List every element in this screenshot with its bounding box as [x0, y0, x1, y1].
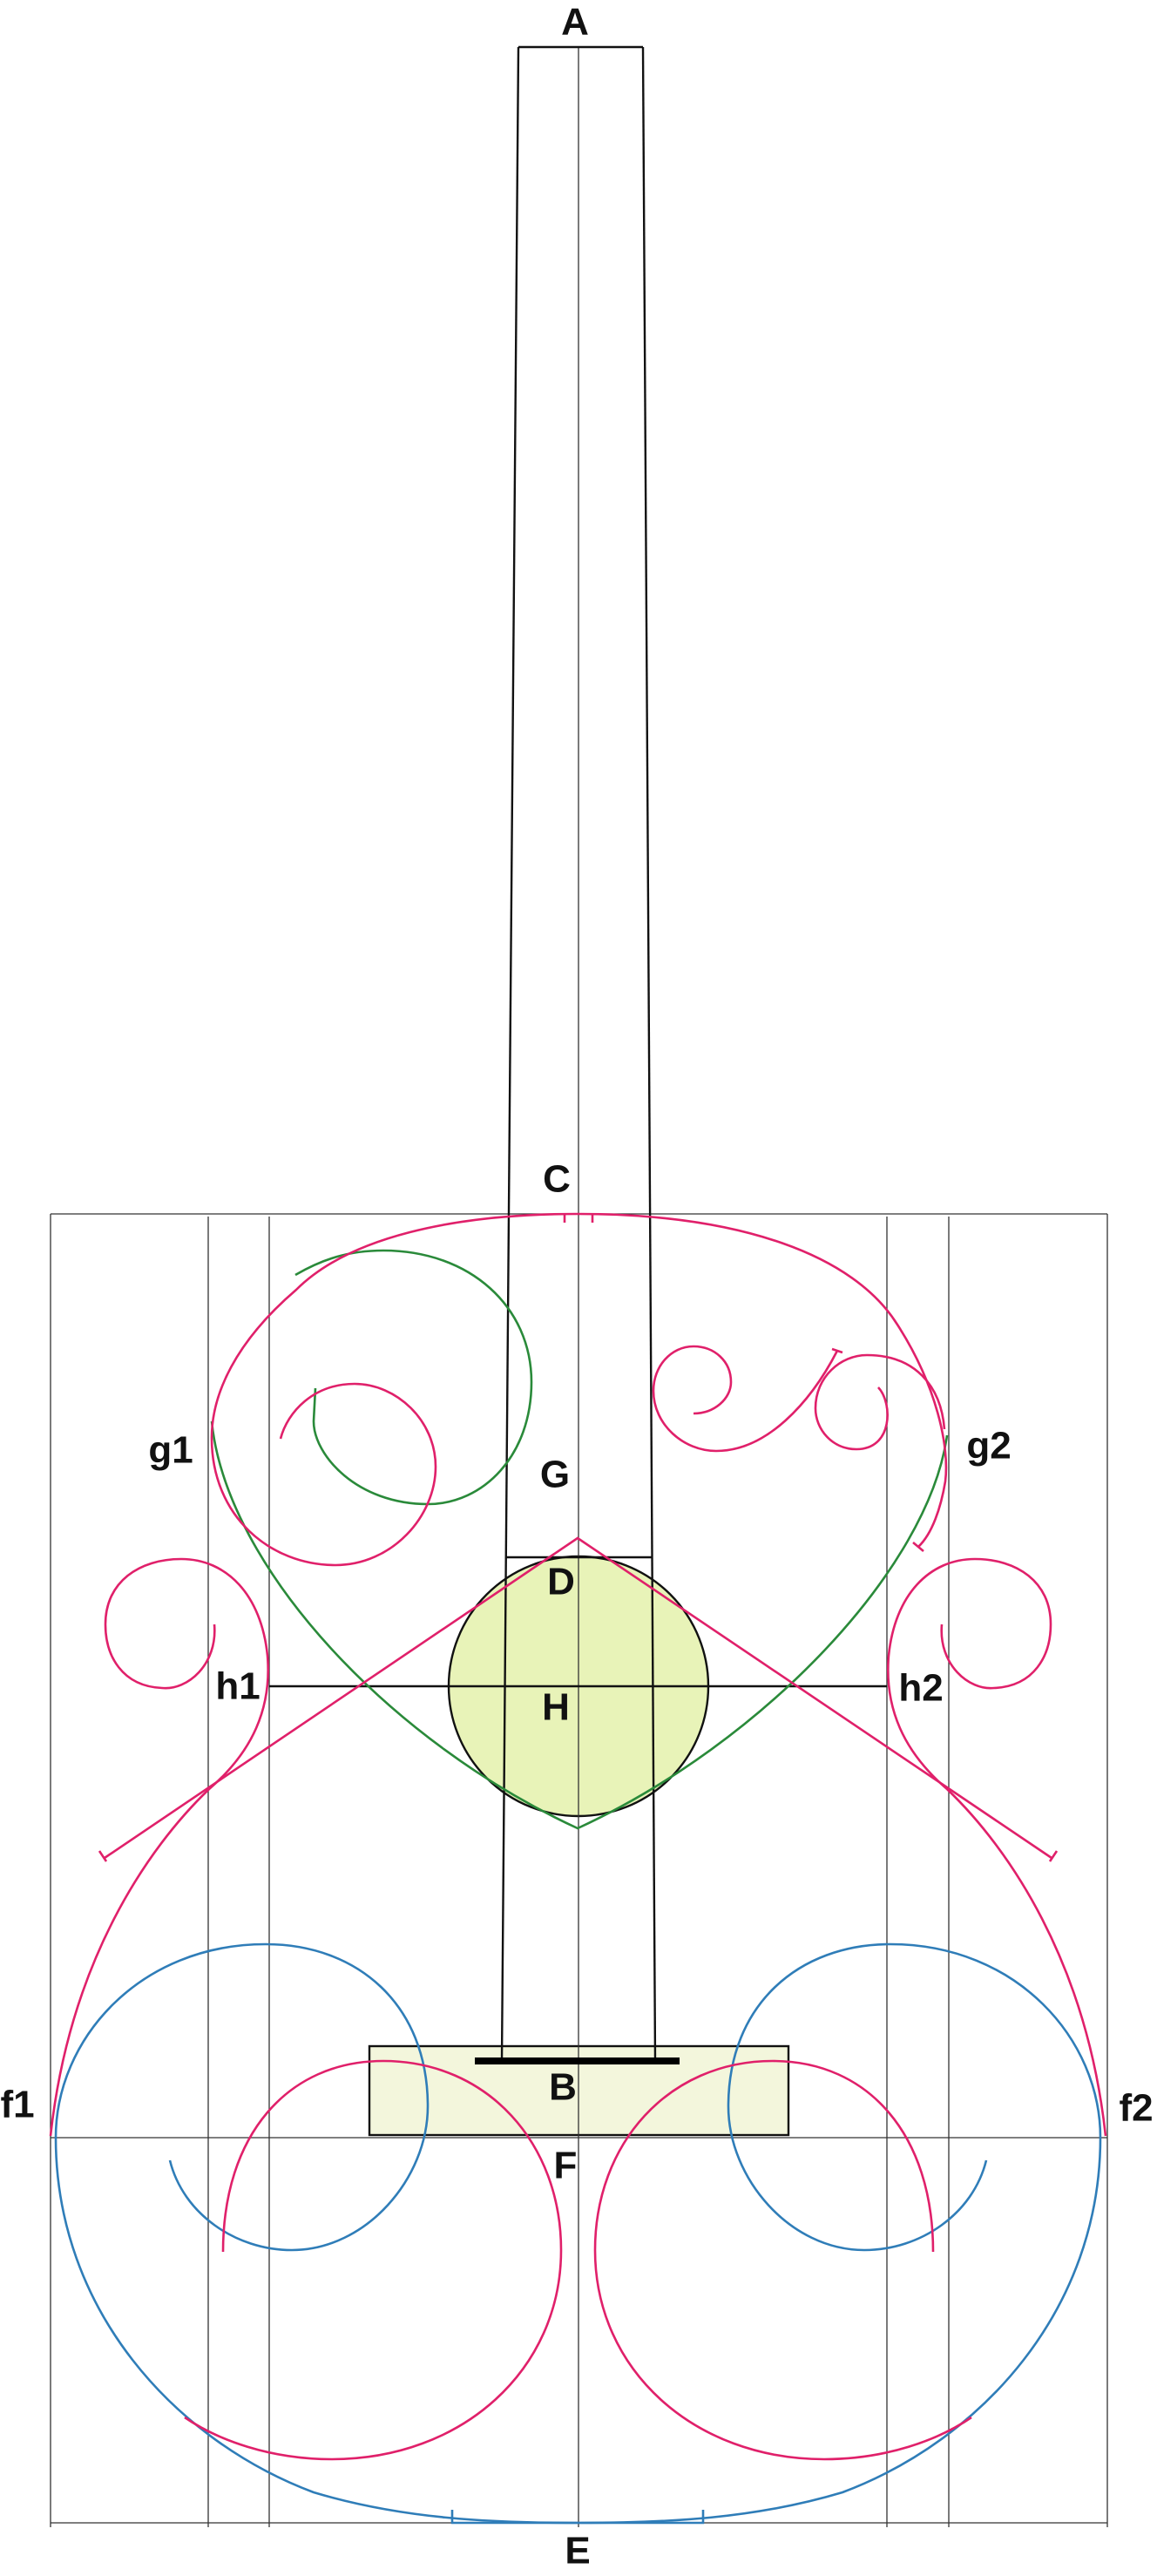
- pink-lower-right-spiral: [593, 2059, 972, 2461]
- label-F: F: [554, 2145, 578, 2187]
- label-A: A: [561, 1, 589, 44]
- label-E: E: [565, 2530, 590, 2573]
- green-heart-curve: [210, 1420, 949, 1830]
- label-g1: g1: [148, 1429, 193, 1472]
- pink-h1-spiral: [49, 1557, 269, 2137]
- label-C: C: [543, 1158, 571, 1201]
- pink-small-spiral-right: [652, 1345, 843, 1453]
- pink-upper-right-outline: [577, 1212, 948, 1552]
- pink-lower-left-spiral: [184, 2059, 563, 2461]
- label-g2: g2: [966, 1425, 1011, 1468]
- construction-grid: [50, 47, 1108, 2527]
- label-f1: f1: [0, 2084, 34, 2126]
- label-H: H: [542, 1686, 570, 1729]
- blue-outline-left: [54, 1942, 578, 2525]
- label-h1: h1: [215, 1665, 260, 1708]
- pink-h2-spiral: [887, 1557, 1107, 2137]
- top-ticks: [563, 1214, 594, 1223]
- label-D: D: [547, 1561, 575, 1603]
- neck: [269, 45, 887, 2062]
- pink-scroll-right: [814, 1353, 946, 1451]
- pink-apex-lines: [98, 1536, 1059, 1862]
- green-spiral-left: [294, 1249, 533, 1506]
- blue-bracket: [450, 2510, 705, 2525]
- blue-outline-right: [578, 1942, 1102, 2525]
- pink-upper-left-spiral: [210, 1212, 578, 1567]
- label-G: G: [540, 1454, 570, 1496]
- label-f2: f2: [1119, 2087, 1153, 2130]
- label-h2: h2: [898, 1667, 943, 1710]
- label-B: B: [549, 2066, 577, 2109]
